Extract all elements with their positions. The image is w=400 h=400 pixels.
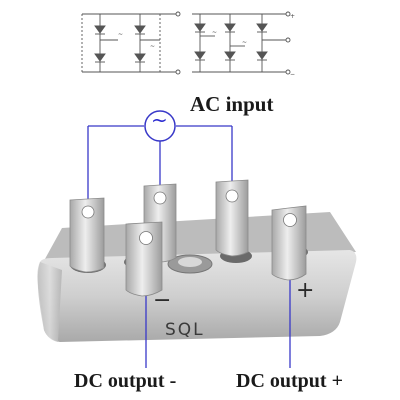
schematic-right-mark-3: ~ [242,39,247,46]
ac-input-label: AC input [190,92,274,116]
schematic-diagram [81,11,291,75]
schematic-right-mark-1: + [290,13,295,20]
terminals [69,179,307,297]
dc-output-positive-label: DC output + [236,370,343,392]
ac-tilde-symbol: ~ [151,108,168,132]
positive-polarity-mark: + [296,278,315,303]
ac-source-symbol [144,110,176,142]
schematic-left-mark-1: ~ [118,31,123,38]
schematic-right-mark-4: − [290,71,295,78]
schematic-right [192,11,291,75]
terminal-dc-positive [271,205,307,281]
terminal-ac-left [69,197,105,273]
terminal-dc-negative [125,221,163,297]
schematic-marks: ~ ~ + ~ ~ − [118,13,295,78]
terminal-ac-right [215,179,249,257]
dc-output-negative-label: DC output - [74,370,177,392]
body-marking: SQL [165,320,205,340]
schematic-left [81,11,181,75]
negative-polarity-mark: − [153,288,172,313]
schematic-left-mark-2: ~ [150,43,155,50]
schematic-right-mark-2: ~ [212,29,217,36]
